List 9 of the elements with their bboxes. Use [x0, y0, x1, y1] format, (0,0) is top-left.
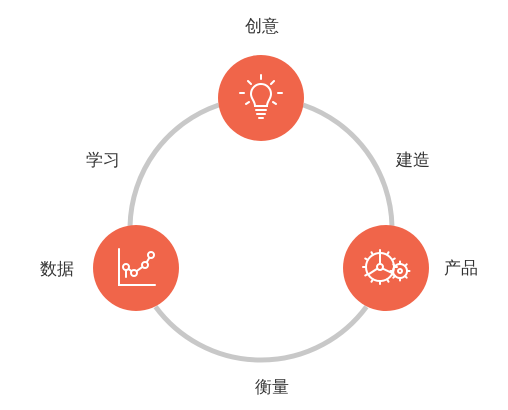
ring-arc [302, 102, 394, 226]
node-label: 创意 [245, 18, 279, 36]
node-label: 产品 [444, 260, 478, 278]
ring-arc [128, 102, 220, 226]
edge-label: 建造 [396, 152, 430, 170]
ring-arc [154, 305, 368, 362]
node-label: 数据 [40, 262, 74, 278]
edge-label: 学习 [86, 152, 120, 170]
edge-label: 衡量 [255, 380, 289, 396]
